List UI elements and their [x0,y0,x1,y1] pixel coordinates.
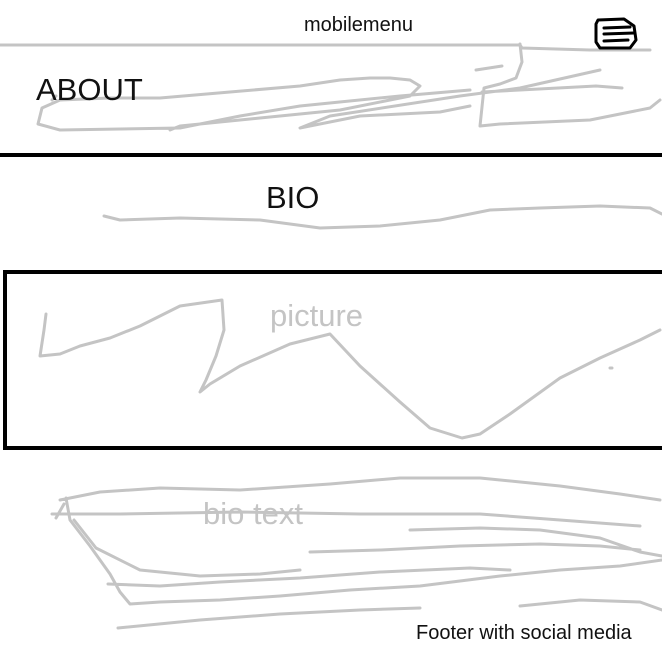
bio-text-scribble [50,476,662,630]
picture-frame [3,270,662,450]
mobile-menu-label: mobilemenu [304,14,413,36]
mobile-menu-button[interactable] [590,14,646,54]
hamburger-menu-icon [594,17,638,50]
footer-label: Footer with social media [416,622,632,644]
section-divider [0,153,662,157]
bio-text-placeholder-label: bio text [203,496,303,531]
bio-heading: BIO [266,180,320,215]
picture-placeholder-label: picture [270,298,364,333]
bio-scribble [102,204,662,230]
about-title: ABOUT [36,72,143,107]
